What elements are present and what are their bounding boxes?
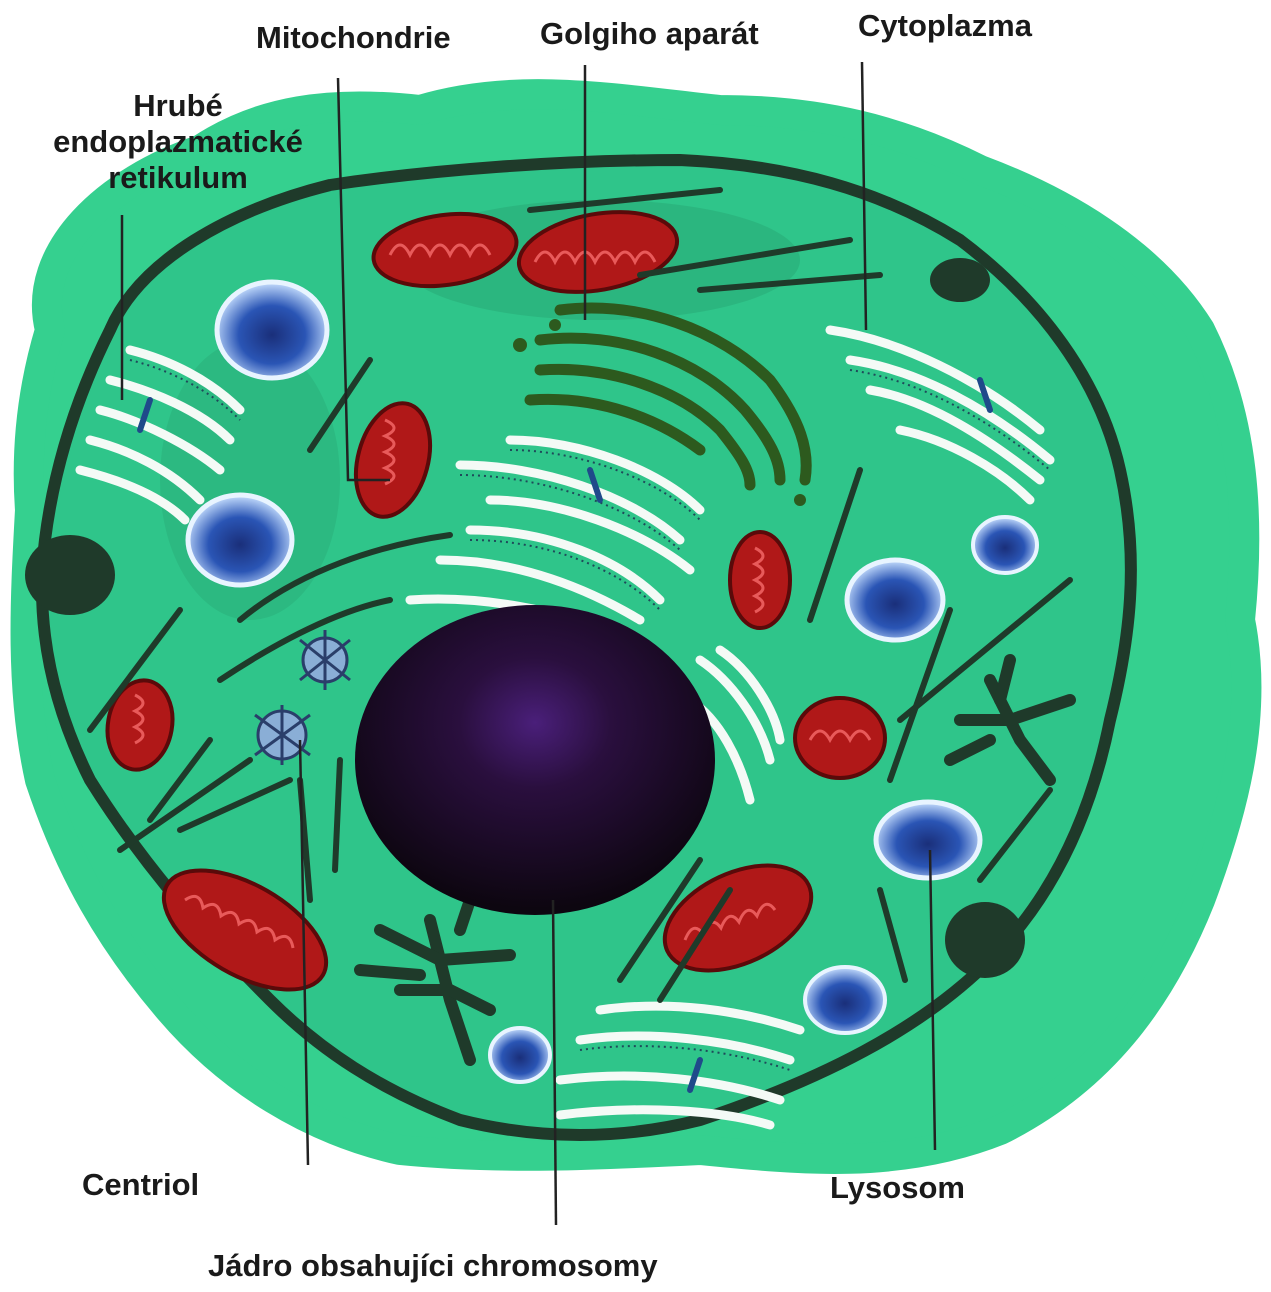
vesicle xyxy=(490,1028,550,1082)
label-mitochondrie: Mitochondrie xyxy=(256,20,451,56)
mitochondrion xyxy=(795,698,885,778)
vesicle xyxy=(973,517,1037,573)
label-rer-line3: retikulum xyxy=(22,160,334,196)
label-golgi: Golgiho aparát xyxy=(540,16,759,52)
lysosome xyxy=(876,802,980,878)
vesicle xyxy=(805,967,885,1033)
membrane-bump-right xyxy=(945,902,1025,978)
label-jadro: Jádro obsahujíci chromosomy xyxy=(208,1248,658,1284)
label-centriol: Centriol xyxy=(82,1167,199,1203)
membrane-bump-left xyxy=(25,535,115,615)
label-rer: Hrubé endoplazmatické retikulum xyxy=(22,88,334,196)
vesicle xyxy=(217,282,327,378)
label-rer-line1: Hrubé xyxy=(22,88,334,124)
mitochondrion xyxy=(730,532,790,628)
nucleus xyxy=(355,605,715,915)
label-cytoplazma: Cytoplazma xyxy=(858,8,1032,44)
membrane-bump-top xyxy=(930,258,990,302)
vesicle xyxy=(847,560,943,640)
vesicle xyxy=(188,495,292,585)
label-lysosom: Lysosom xyxy=(830,1170,965,1206)
label-rer-line2: endoplazmatické xyxy=(22,124,334,160)
